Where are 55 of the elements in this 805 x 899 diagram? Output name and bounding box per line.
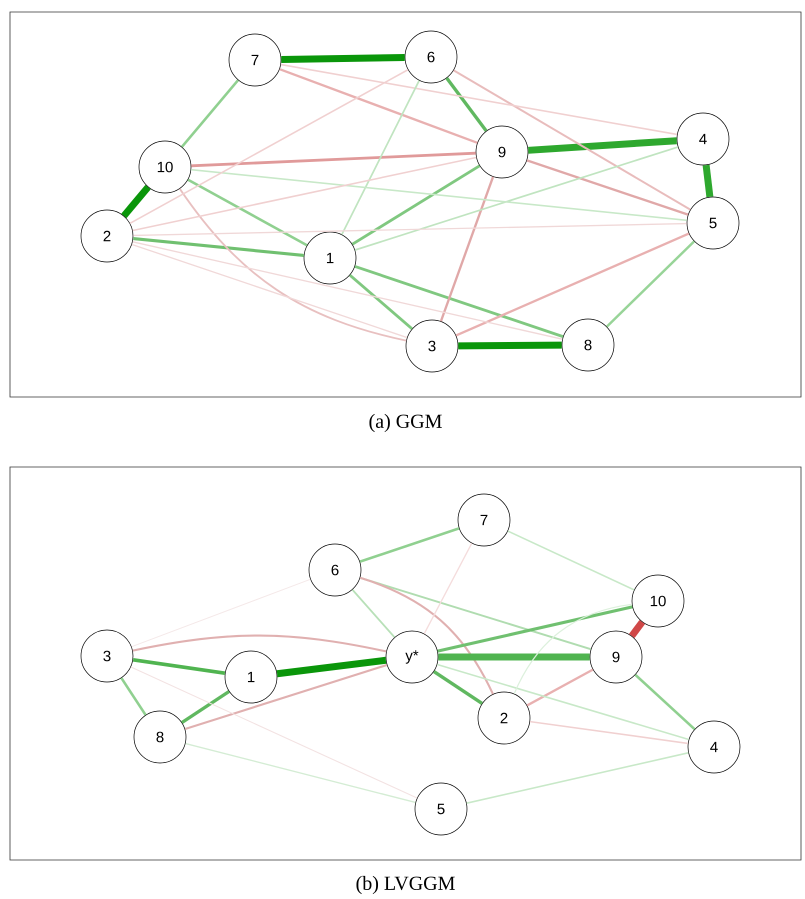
graph-edge	[281, 54, 405, 64]
graph-edge	[276, 656, 386, 678]
graph-edge	[445, 77, 488, 132]
panel-caption: (a) GGM	[369, 414, 442, 432]
graph-edge	[280, 64, 678, 136]
graph-edge	[133, 237, 304, 257]
graph-edge	[121, 184, 151, 218]
graph-edge	[360, 527, 460, 563]
graph-edge	[132, 156, 476, 232]
graph-edge	[354, 265, 564, 338]
graph-edge	[433, 670, 483, 705]
graph-edge	[634, 674, 696, 730]
graph-edge	[629, 620, 645, 638]
graph-edge	[514, 604, 632, 694]
graph-edge	[437, 605, 633, 653]
graph-edge	[530, 720, 688, 744]
graph-edge	[180, 79, 240, 148]
graph-edge	[120, 677, 147, 716]
graph-edge	[179, 188, 406, 342]
graph-edge	[191, 152, 476, 168]
graph-edge	[438, 654, 590, 660]
graph-edge	[341, 80, 420, 235]
graph-edge	[185, 742, 416, 804]
graph-edge	[352, 164, 480, 246]
graph-edge	[352, 589, 396, 638]
graph-edge	[528, 137, 677, 154]
graph-edge	[132, 658, 226, 676]
graph-edge	[458, 342, 562, 350]
graph-edge	[526, 668, 594, 706]
graph-edge	[508, 530, 634, 591]
graph-edge	[181, 690, 230, 724]
graph-edge	[132, 241, 562, 340]
graph-edge	[440, 176, 494, 322]
graph-edge	[132, 244, 408, 338]
graph-edge	[132, 634, 386, 652]
graph-edge	[130, 666, 418, 799]
graph-edge	[526, 159, 688, 216]
graph-edge	[130, 69, 408, 224]
graph-edge	[456, 232, 690, 337]
graph-edge	[191, 168, 687, 222]
graph-edge	[349, 274, 413, 330]
graph-edge	[466, 752, 688, 804]
panel-caption: (b) LVGGM	[356, 876, 455, 894]
graph-edge	[702, 164, 714, 198]
graph-edge	[131, 578, 311, 648]
graph-edge	[453, 70, 691, 210]
graph-edge	[133, 222, 687, 236]
graph-edge	[437, 664, 689, 740]
graph-edge	[424, 543, 472, 634]
graph-edge	[606, 240, 695, 328]
graph-edge	[360, 576, 494, 695]
graph-edge	[187, 178, 308, 246]
graph-edge	[184, 664, 388, 730]
graph-edge	[354, 146, 678, 251]
graph-edge	[279, 68, 478, 144]
